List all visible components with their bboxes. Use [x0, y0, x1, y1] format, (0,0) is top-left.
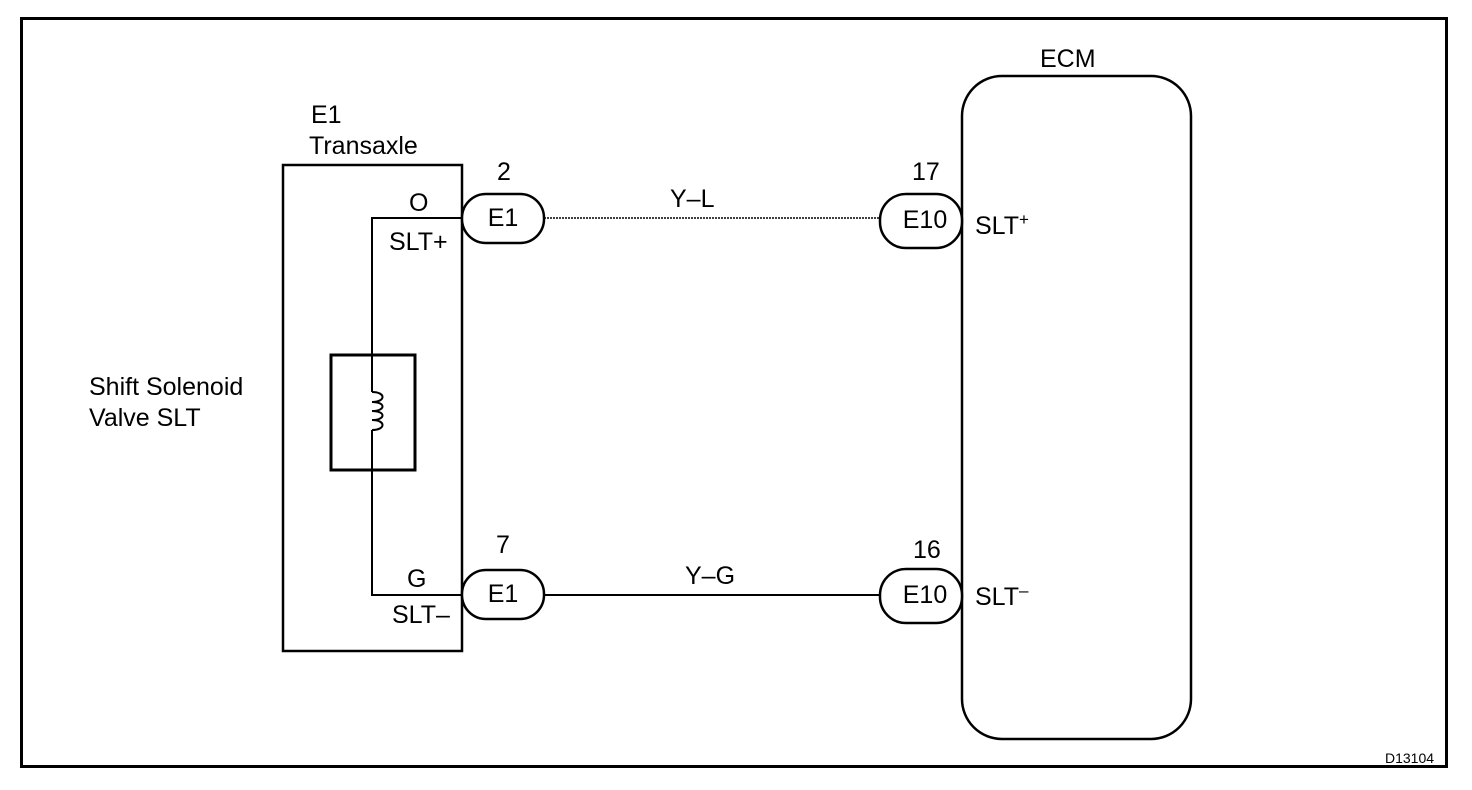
internal-wire-top	[371, 217, 462, 392]
wire-color-top-internal: O	[409, 189, 429, 217]
ecm-pin-top-sup: +	[1019, 210, 1029, 229]
ecm-pin-bottom-base: SLT	[975, 583, 1019, 611]
connector-e10-bottom-label: E10	[902, 581, 948, 609]
connector-e10-top-label: E10	[902, 206, 948, 234]
wire-color-bottom-internal: G	[407, 565, 427, 593]
transaxle-name-label: Transaxle	[309, 132, 418, 160]
solenoid-label-line1: Shift Solenoid	[89, 373, 244, 401]
diagram-frame	[20, 17, 1448, 768]
diagram-id: D13104	[1385, 750, 1435, 766]
pin-number-e10-top: 17	[912, 158, 940, 186]
wire-color-top: Y–L	[670, 185, 715, 213]
pin-number-e1-top: 2	[497, 158, 511, 186]
transaxle-box	[281, 163, 464, 653]
ecm-pin-top-base: SLT	[975, 212, 1019, 240]
connector-e1-top	[460, 192, 546, 245]
connector-e10-bottom	[878, 567, 964, 625]
pin-number-e1-bottom: 7	[496, 531, 510, 559]
ecm-box	[960, 74, 1193, 741]
wire-color-bottom: Y–G	[685, 562, 736, 590]
internal-wire-bottom	[371, 430, 462, 596]
connector-e1-top-label: E1	[487, 204, 519, 232]
pin-name-top-left: SLT+	[389, 228, 448, 256]
transaxle-id-label: E1	[311, 101, 342, 129]
pin-number-e10-bottom: 16	[913, 536, 941, 564]
ecm-pin-bottom-sup: –	[1019, 581, 1029, 600]
connector-e1-bottom-label: E1	[487, 580, 519, 608]
coil-icon	[371, 391, 384, 431]
connector-e1-bottom	[460, 568, 546, 621]
ecm-pin-top: SLT+	[975, 211, 1029, 239]
ecm-label: ECM	[1040, 45, 1096, 73]
connector-e10-top	[878, 192, 964, 250]
pin-name-bottom-left: SLT–	[392, 601, 450, 629]
solenoid-label-line2: Valve SLT	[89, 404, 201, 432]
solenoid-box	[329, 353, 417, 472]
ecm-pin-bottom: SLT–	[975, 582, 1028, 610]
